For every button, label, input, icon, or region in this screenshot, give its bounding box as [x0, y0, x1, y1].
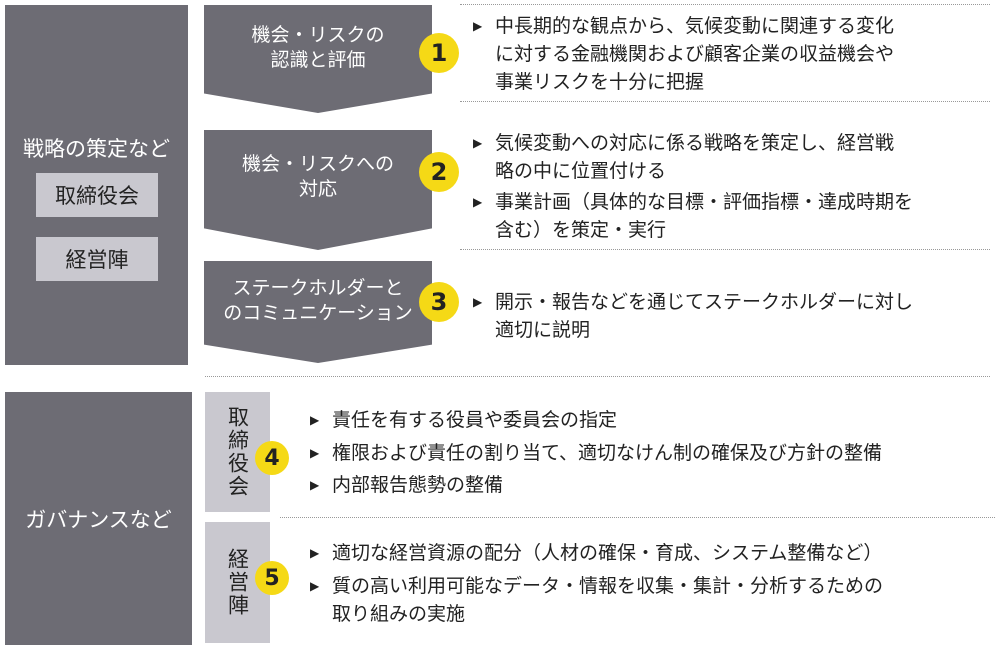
bullet-item: ▶ 開示・報告などを通じてステークホルダーに対し適切に説明: [473, 288, 914, 344]
triangle-bullet-icon: ▶: [310, 579, 320, 593]
bullet-line: 事業リスクを十分に把握: [495, 71, 705, 93]
step-1-badge: 1: [419, 33, 459, 73]
board-box: 取締役会: [36, 173, 158, 217]
step-4-badge: 4: [255, 441, 289, 475]
bullet-line: 事業計画（具体的な目標・評価指標・達成時期を: [495, 191, 914, 213]
step-3-arrow: ステークホルダーとのコミュニケーション: [204, 261, 432, 363]
management-box: 経営陣: [36, 237, 158, 281]
divider: [205, 376, 990, 377]
divider: [460, 4, 990, 5]
triangle-bullet-icon: ▶: [310, 478, 320, 492]
governance-panel: ガバナンスなど: [5, 392, 192, 645]
strategy-panel: 戦略の策定など 取締役会 経営陣: [5, 5, 188, 365]
bullet-line: 開示・報告などを通じてステークホルダーに対し: [495, 291, 914, 313]
step-2-arrow: 機会・リスクへの対応: [204, 130, 432, 250]
bullet-line: 中長期的な観点から、気候変動に関連する変化: [495, 15, 895, 37]
bullet-item: ▶ 適切な経営資源の配分（人材の確保・育成、システム整備など）: [310, 539, 883, 567]
step-3-badge: 3: [419, 282, 459, 322]
strategy-title: 戦略の策定など: [23, 137, 170, 161]
divider: [280, 517, 995, 518]
bullet-item: ▶ 権限および責任の割り当て、適切なけん制の確保及び方針の整備: [310, 439, 883, 467]
bullet-line: 適切に説明: [495, 319, 591, 341]
triangle-bullet-icon: ▶: [310, 413, 320, 427]
bullet-line: 含む）を策定・実行: [495, 219, 667, 241]
bullet-item: ▶ 質の高い利用可能なデータ・情報を収集・集計・分析するための取り組みの実施: [310, 572, 884, 628]
triangle-bullet-icon: ▶: [473, 295, 483, 309]
bullet-item: ▶ 責任を有する役員や委員会の指定: [310, 406, 618, 434]
triangle-bullet-icon: ▶: [473, 19, 483, 33]
step-label-line: 機会・リスクの: [251, 24, 385, 46]
divider: [460, 101, 990, 102]
step-label-line: のコミュニケーション: [223, 301, 413, 324]
step-5-badge: 5: [255, 561, 289, 595]
step-label-line: ステークホルダーと: [232, 277, 404, 299]
bullet-line: 気候変動への対応に係る戦略を策定し、経営戦: [495, 132, 895, 154]
bullet-line: 権限および責任の割り当て、適切なけん制の確保及び方針の整備: [332, 442, 883, 464]
bullet-line: に対する金融機関および顧客企業の収益機会や: [495, 43, 895, 65]
governance-title: ガバナンスなど: [25, 508, 172, 532]
bullet-line: 内部報告態勢の整備: [332, 474, 504, 496]
bullet-line: 取り組みの実施: [332, 603, 466, 625]
triangle-bullet-icon: ▶: [473, 136, 483, 150]
bullet-item: ▶ 内部報告態勢の整備: [310, 471, 504, 499]
triangle-bullet-icon: ▶: [310, 546, 320, 560]
bullet-line: 責任を有する役員や委員会の指定: [332, 409, 618, 431]
bullet-line: 質の高い利用可能なデータ・情報を収集・集計・分析するための: [332, 575, 884, 597]
bullet-line: 略の中に位置付ける: [495, 160, 667, 182]
divider: [460, 249, 990, 250]
bullet-item: ▶ 事業計画（具体的な目標・評価指標・達成時期を含む）を策定・実行: [473, 188, 914, 244]
step-label-line: 機会・リスクへの: [241, 153, 394, 175]
bullet-line: 適切な経営資源の配分（人材の確保・育成、システム整備など）: [332, 542, 883, 564]
step-label-line: 認識と評価: [270, 48, 366, 71]
bullet-item: ▶ 中長期的な観点から、気候変動に関連する変化に対する金融機関および顧客企業の収益…: [473, 12, 895, 96]
triangle-bullet-icon: ▶: [473, 195, 483, 209]
triangle-bullet-icon: ▶: [310, 446, 320, 460]
step-1-arrow: 機会・リスクの認識と評価: [204, 5, 432, 113]
bullet-item: ▶ 気候変動への対応に係る戦略を策定し、経営戦略の中に位置付ける: [473, 129, 895, 185]
step-label-line: 対応: [298, 177, 337, 200]
step-2-badge: 2: [419, 152, 459, 192]
